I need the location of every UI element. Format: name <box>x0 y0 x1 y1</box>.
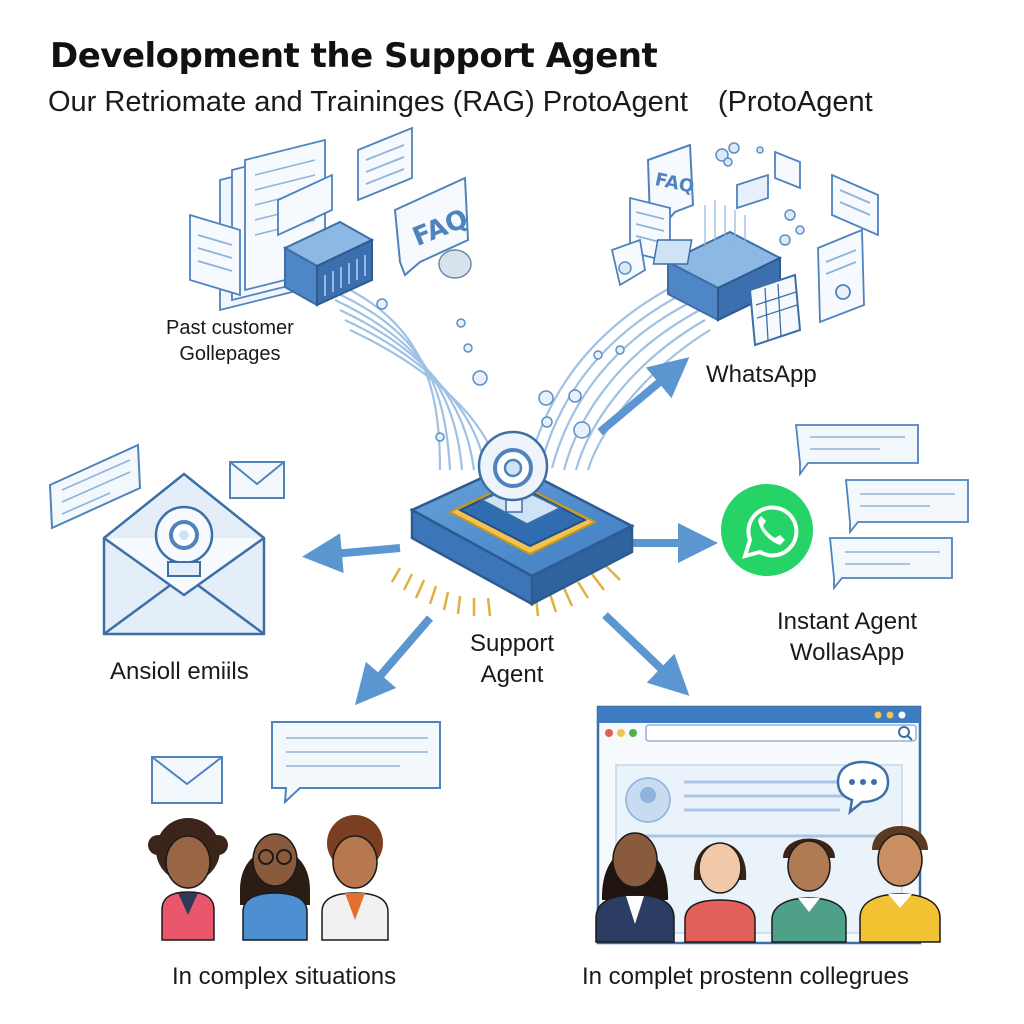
past-customer-label: Past customer Gollepages <box>166 316 294 367</box>
subtitle-main: Our Retriomate and Traininges (RAG) Prot… <box>48 86 688 118</box>
email-cluster <box>48 443 285 636</box>
past-customer-line1: Past customer <box>166 317 294 339</box>
right-server-block <box>652 200 783 322</box>
direction-arrows <box>302 357 718 706</box>
floating-data-dots <box>376 298 625 442</box>
support-agent-line2: Agent <box>480 660 544 688</box>
whatsapp-logo-icon <box>721 484 813 576</box>
past-customer-line2: Gollepages <box>179 342 281 365</box>
right-data-flow-lines <box>526 279 711 471</box>
whatsapp-label: WhatsApp <box>706 361 817 388</box>
small-mail-icon <box>229 461 285 499</box>
envelope-icon <box>102 472 266 636</box>
diagram-title: Development the Support Agent <box>50 36 658 76</box>
person-avatar-1 <box>148 818 228 941</box>
arrow-to-emails <box>302 533 401 574</box>
speech-bubble-icon <box>836 760 890 816</box>
complex-situations-label: In complex situations <box>172 963 397 990</box>
colleague-avatar-2 <box>684 842 756 943</box>
faq-card-icon: FAQ <box>393 176 473 279</box>
complex-chat-bubble <box>271 721 441 805</box>
emails-label: Ansioll emiils <box>110 658 249 685</box>
instant-agent-label: Instant Agent WollasApp <box>777 607 917 668</box>
colleague-avatar-3 <box>771 838 847 943</box>
arrow-to-complex-situations <box>354 615 434 706</box>
left-server-block <box>282 220 375 307</box>
diagram-subtitle: Our Retriomate and Traininges (RAG) Prot… <box>48 86 873 119</box>
arrow-to-colleagues <box>602 612 690 696</box>
right-documents-icon <box>610 150 879 324</box>
search-icon[interactable] <box>898 726 910 738</box>
instant-agent-line2: WollasApp <box>789 638 905 666</box>
support-agent-chip <box>390 430 635 617</box>
person-avatar-2 <box>240 833 310 941</box>
subtitle-extra: (ProtoAgent <box>717 86 873 118</box>
colleagues-label: In complet prostenn collegrues <box>582 963 909 990</box>
calendar-grid-icon <box>748 273 802 347</box>
right-floating-icons <box>618 142 805 275</box>
whatsapp-cluster <box>721 424 969 591</box>
colleagues-cluster <box>595 705 941 945</box>
screen-panel-icon <box>189 173 333 297</box>
whatsapp-chat-bubbles <box>795 424 969 591</box>
left-data-flow-lines <box>329 278 500 471</box>
chat-bubble-icon <box>357 126 413 202</box>
arrow-to-whatsapp <box>597 357 690 436</box>
browser-address-bar[interactable] <box>645 724 917 742</box>
email-chat-bubble <box>48 443 142 530</box>
support-agent-label: Support Agent <box>470 629 554 690</box>
person-avatar-3 <box>321 815 389 941</box>
complex-situations-cluster <box>148 721 441 941</box>
mail-icon <box>151 756 223 804</box>
support-agent-line1: Support <box>470 630 555 657</box>
colleague-avatar-1 <box>595 832 675 943</box>
instant-agent-line1: Instant Agent <box>777 608 918 635</box>
colleague-avatar-4 <box>859 826 941 943</box>
